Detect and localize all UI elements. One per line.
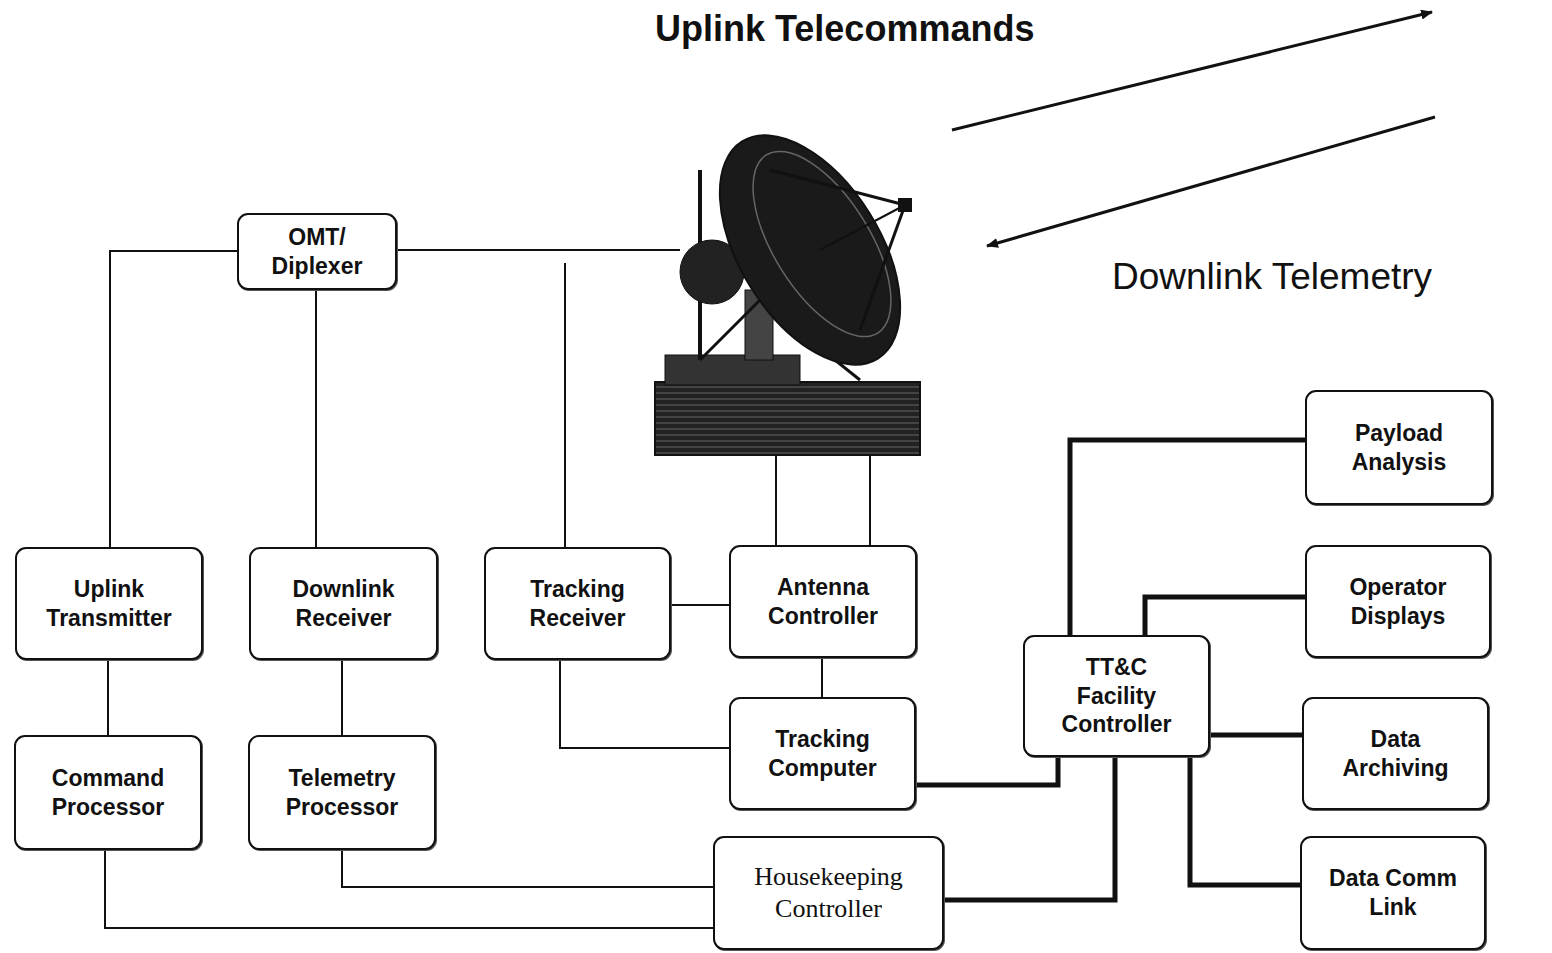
- process-box: Data Comm Link: [1300, 836, 1486, 950]
- signal-line: [671, 604, 729, 606]
- process-box: Data Archiving: [1302, 697, 1489, 810]
- box-label: Housekeeping Controller: [725, 861, 932, 926]
- antenna-control-wire: [869, 455, 871, 545]
- box-label: OMT/ Diplexer: [247, 223, 387, 281]
- data-bus: [1145, 597, 1305, 635]
- feed-wire: [397, 249, 680, 251]
- signal-line: [315, 290, 317, 547]
- box-label: Antenna Controller: [741, 573, 905, 631]
- process-box: Housekeeping Controller: [713, 836, 944, 950]
- tracking-feed-wire: [564, 263, 566, 547]
- box-label: Data Comm Link: [1320, 864, 1466, 922]
- process-box: OMT/ Diplexer: [237, 213, 397, 290]
- box-label: Tracking Receiver: [496, 575, 659, 633]
- process-box: Downlink Receiver: [249, 547, 438, 660]
- box-label: Tracking Computer: [741, 725, 904, 783]
- process-box: Antenna Controller: [729, 545, 917, 658]
- box-label: Uplink Transmitter: [27, 575, 191, 633]
- data-bus: [1210, 733, 1302, 738]
- box-label: Downlink Receiver: [261, 575, 426, 633]
- box-label: Telemetry Processor: [260, 764, 424, 822]
- data-bus: [1070, 440, 1305, 635]
- box-label: Command Processor: [26, 764, 190, 822]
- box-label: Payload Analysis: [1317, 419, 1481, 477]
- process-box: Uplink Transmitter: [15, 547, 203, 660]
- signal-line: [105, 850, 713, 928]
- signal-line: [342, 850, 713, 887]
- signal-line: [110, 251, 237, 547]
- process-box: Tracking Computer: [729, 697, 916, 810]
- downlink-arrow: [987, 117, 1435, 246]
- signal-line: [107, 660, 109, 735]
- signal-line: [560, 660, 729, 748]
- process-box: Operator Displays: [1305, 545, 1491, 658]
- box-label: Operator Displays: [1317, 573, 1479, 631]
- process-box: Tracking Receiver: [484, 547, 671, 660]
- process-box: TT&C Facility Controller: [1023, 635, 1210, 757]
- box-label: TT&C Facility Controller: [1051, 653, 1182, 739]
- process-box: Command Processor: [14, 735, 202, 850]
- data-bus: [916, 757, 1058, 785]
- process-box: Payload Analysis: [1305, 390, 1493, 505]
- data-bus: [1190, 757, 1300, 885]
- antenna-control-wire: [775, 455, 777, 545]
- link-label: Uplink Telecommands: [655, 8, 1034, 50]
- data-bus: [944, 757, 1115, 900]
- process-box: Telemetry Processor: [248, 735, 436, 850]
- signal-line: [341, 660, 343, 735]
- box-label: Data Archiving: [1322, 725, 1469, 783]
- signal-line: [821, 658, 823, 697]
- antenna-dish: [655, 104, 937, 455]
- link-label: Downlink Telemetry: [1112, 256, 1432, 298]
